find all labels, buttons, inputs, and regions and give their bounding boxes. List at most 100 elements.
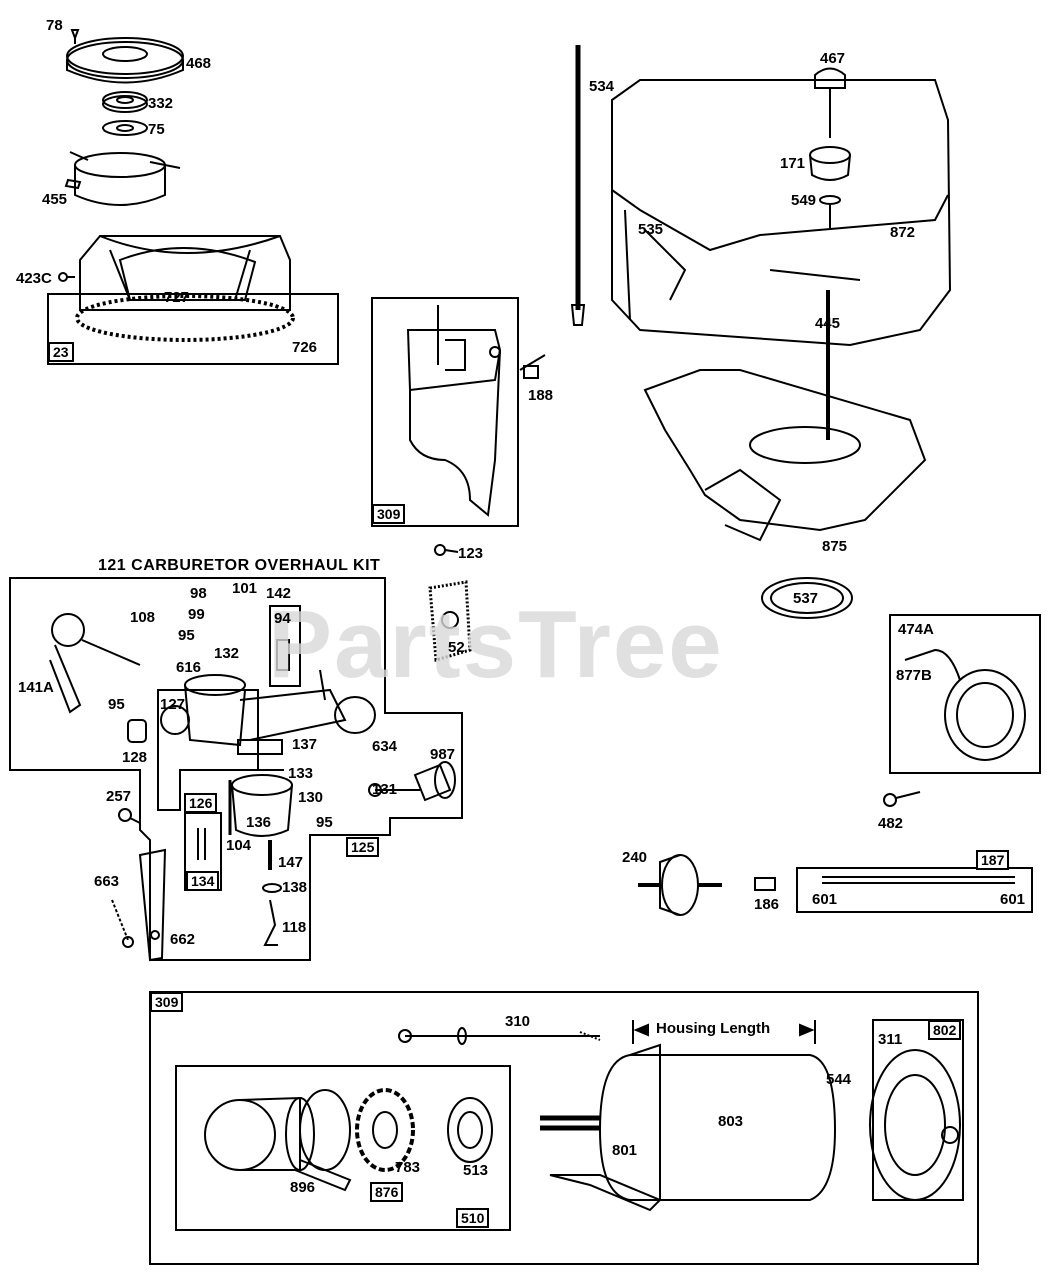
watermark: PartsTree	[268, 591, 724, 698]
callout-513: 513	[463, 1162, 489, 1179]
callout-127: 127	[160, 696, 186, 713]
callout-877B: 877B	[896, 667, 932, 684]
gear-783	[355, 1088, 415, 1172]
box-label-23: 23	[48, 342, 74, 362]
filler-171	[809, 146, 851, 181]
nut-332	[102, 91, 148, 113]
box-474A	[889, 614, 1041, 774]
callout-987: 987	[430, 746, 456, 763]
callout-467: 467	[820, 50, 846, 67]
callout-601-left: 601	[812, 891, 838, 908]
callout-423C: 423C	[16, 270, 52, 287]
callout-311: 311	[878, 1031, 903, 1048]
gasket-52	[428, 580, 472, 662]
box-label-187: 187	[976, 850, 1010, 870]
screw-123	[434, 544, 459, 556]
box-label-125: 125	[346, 837, 380, 857]
callout-99: 99	[188, 606, 205, 623]
callout-130: 130	[298, 789, 324, 806]
seal-537	[761, 577, 853, 619]
callout-727: 727	[164, 289, 190, 306]
bowl-136	[231, 769, 293, 837]
callout-332: 332	[148, 95, 174, 112]
box-label-802: 802	[928, 1020, 962, 1040]
washer-75	[102, 120, 148, 136]
callout-896: 896	[290, 1179, 316, 1196]
callout-123: 123	[458, 545, 484, 562]
callout-98: 98	[190, 585, 207, 602]
callout-137: 137	[292, 736, 318, 753]
callout-872: 872	[890, 224, 916, 241]
tank-base-875	[643, 290, 927, 542]
box-94	[269, 605, 301, 687]
carburetor-kit-title: 121 CARBURETOR OVERHAUL KIT	[98, 557, 381, 574]
callout-171: 171	[780, 155, 806, 172]
box-label-309-governor: 309	[372, 504, 406, 524]
callout-310: 310	[505, 1013, 531, 1030]
pin-128	[127, 719, 147, 743]
callout-142: 142	[266, 585, 292, 602]
callout-95-c: 95	[316, 814, 333, 831]
callout-52: 52	[448, 639, 465, 656]
spring-663	[111, 899, 134, 948]
screw-131	[368, 783, 420, 797]
callout-662: 662	[170, 931, 196, 948]
callout-95-a: 95	[178, 627, 195, 644]
callout-875: 875	[822, 538, 848, 555]
callout-108: 108	[130, 609, 156, 626]
callout-133: 133	[288, 765, 314, 782]
callout-132: 132	[214, 645, 240, 662]
drive-box-510	[175, 1065, 511, 1231]
screw-188	[519, 354, 546, 379]
washer-138	[262, 883, 282, 893]
spring-513	[447, 1097, 493, 1163]
callout-257: 257	[106, 788, 132, 805]
dipstick-534	[570, 45, 586, 326]
callout-118: 118	[282, 919, 307, 936]
callout-186: 186	[754, 896, 780, 913]
callout-803: 803	[718, 1113, 744, 1130]
callout-240: 240	[622, 849, 648, 866]
callout-141A: 141A	[18, 679, 54, 696]
callout-474A: 474A	[898, 621, 934, 638]
callout-616: 616	[176, 659, 202, 676]
callout-455: 455	[42, 191, 68, 208]
callout-101: 101	[232, 580, 258, 597]
end-cap-802	[869, 1019, 964, 1201]
callout-78: 78	[46, 17, 63, 34]
callout-482: 482	[878, 815, 904, 832]
callout-549: 549	[791, 192, 817, 209]
callout-535: 535	[638, 221, 664, 238]
callout-104: 104	[226, 837, 252, 854]
callout-468: 468	[186, 55, 212, 72]
housing-length-arrows	[632, 1020, 816, 1044]
fuel-cap-467	[814, 67, 846, 138]
box-label-876: 876	[370, 1182, 404, 1202]
callout-537: 537	[793, 590, 819, 607]
callout-601-right: 601	[1000, 891, 1026, 908]
callout-147: 147	[278, 854, 304, 871]
screw-423C	[58, 272, 75, 282]
carburetor-box-125	[157, 689, 259, 811]
fuel-filter-240	[638, 854, 722, 916]
callout-634: 634	[372, 738, 398, 755]
needle-137	[237, 739, 283, 755]
clutch-455	[64, 151, 181, 206]
callout-188: 188	[528, 387, 554, 404]
rotating-screen-468	[66, 37, 184, 84]
callout-136: 136	[246, 814, 272, 831]
box-label-309-starter: 309	[150, 992, 184, 1012]
throttle-lever-141A	[49, 613, 141, 714]
callout-94: 94	[274, 610, 291, 627]
callout-75: 75	[148, 121, 165, 138]
choke-987	[413, 761, 456, 802]
drive-gear-896	[204, 1089, 352, 1192]
bracket-662	[138, 848, 167, 962]
bolt-310	[398, 1027, 601, 1045]
callout-544: 544	[826, 1071, 852, 1088]
callout-726: 726	[292, 339, 318, 356]
housing-length-label: Housing Length	[656, 1020, 771, 1037]
box-label-510: 510	[456, 1208, 490, 1228]
carburetor-group-outline	[9, 577, 463, 961]
